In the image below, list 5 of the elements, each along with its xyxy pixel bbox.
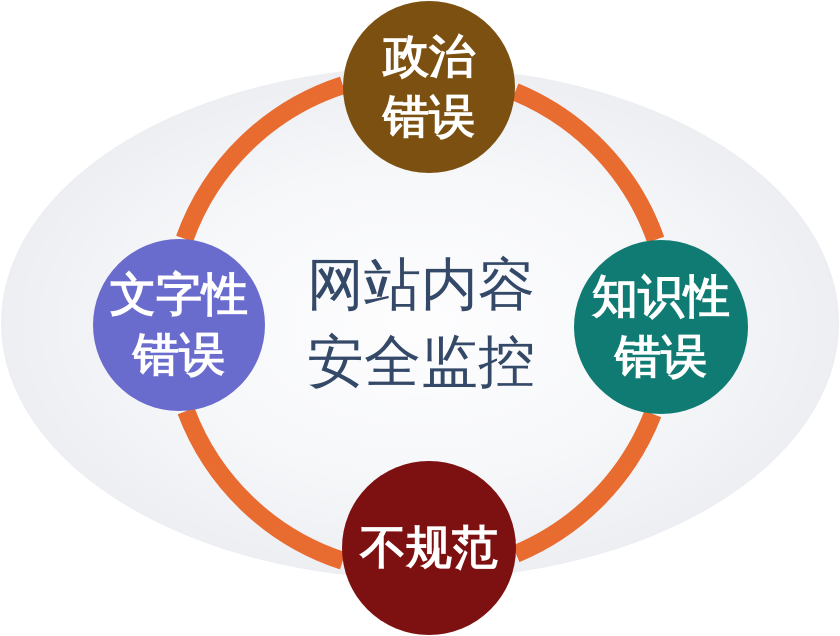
node-label: 政治错误 — [380, 28, 477, 145]
node-label: 知识性错误 — [590, 268, 731, 385]
center-title: 网站内容安全监控 — [306, 251, 536, 397]
node-label: 不规范 — [358, 519, 499, 576]
node-label: 文字性错误 — [109, 266, 249, 383]
